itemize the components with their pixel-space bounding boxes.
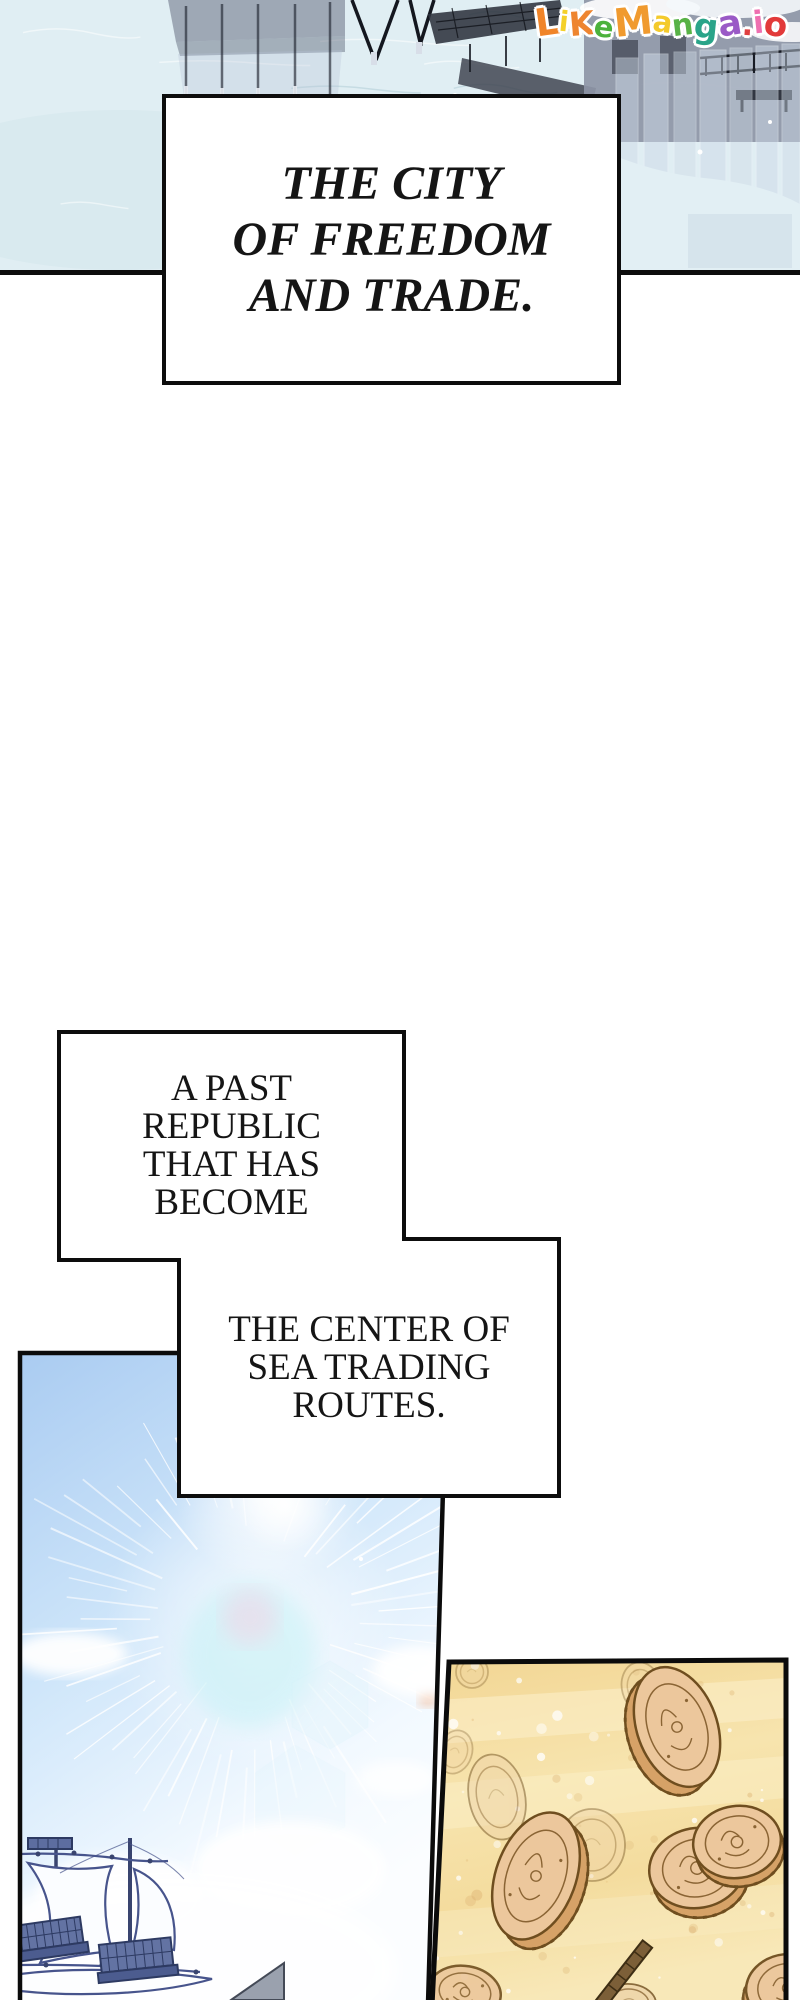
caption-line: BECOME [154,1182,309,1223]
spyglass [594,1938,654,2000]
watermark-letter: M [611,0,655,47]
caption-box-city: THE CITY OF FREEDOM AND TRADE. [162,94,621,385]
caption-box-routes: THE CENTER OF SEA TRADING ROUTES. [179,1239,559,1496]
caption-box-republic: A PAST REPUBLIC THAT HAS BECOME [59,1032,404,1260]
site-watermark: LiKeManga.io [528,0,794,48]
caption-line: THAT HAS [142,1144,321,1185]
gold-coins-panel [429,1657,789,2000]
coin [467,1753,527,1841]
tripod-masts [350,0,436,61]
watermark-letter: o [761,3,790,47]
coin [490,1811,590,1951]
caption-line: AND TRADE. [248,268,535,322]
roof-wedge [227,1961,285,2000]
caption-line: ROUTES. [292,1384,446,1426]
crow-nest-platforms [20,1837,180,1985]
sky-sails-panel [17,1350,450,2000]
caption-line: A PAST [170,1068,292,1109]
caption-line: THE CENTER OF [228,1308,510,1350]
coin [623,1665,722,1797]
ship-sails-art [20,1838,213,1996]
caption-line: REPUBLIC [142,1106,321,1147]
caption-boxes-outline [57,1030,561,1498]
caption-line: SEA TRADING [247,1346,491,1388]
caption-line: OF FREEDOM [232,212,551,266]
ghost-stall [168,0,345,99]
caption-line: THE CITY [281,156,502,210]
